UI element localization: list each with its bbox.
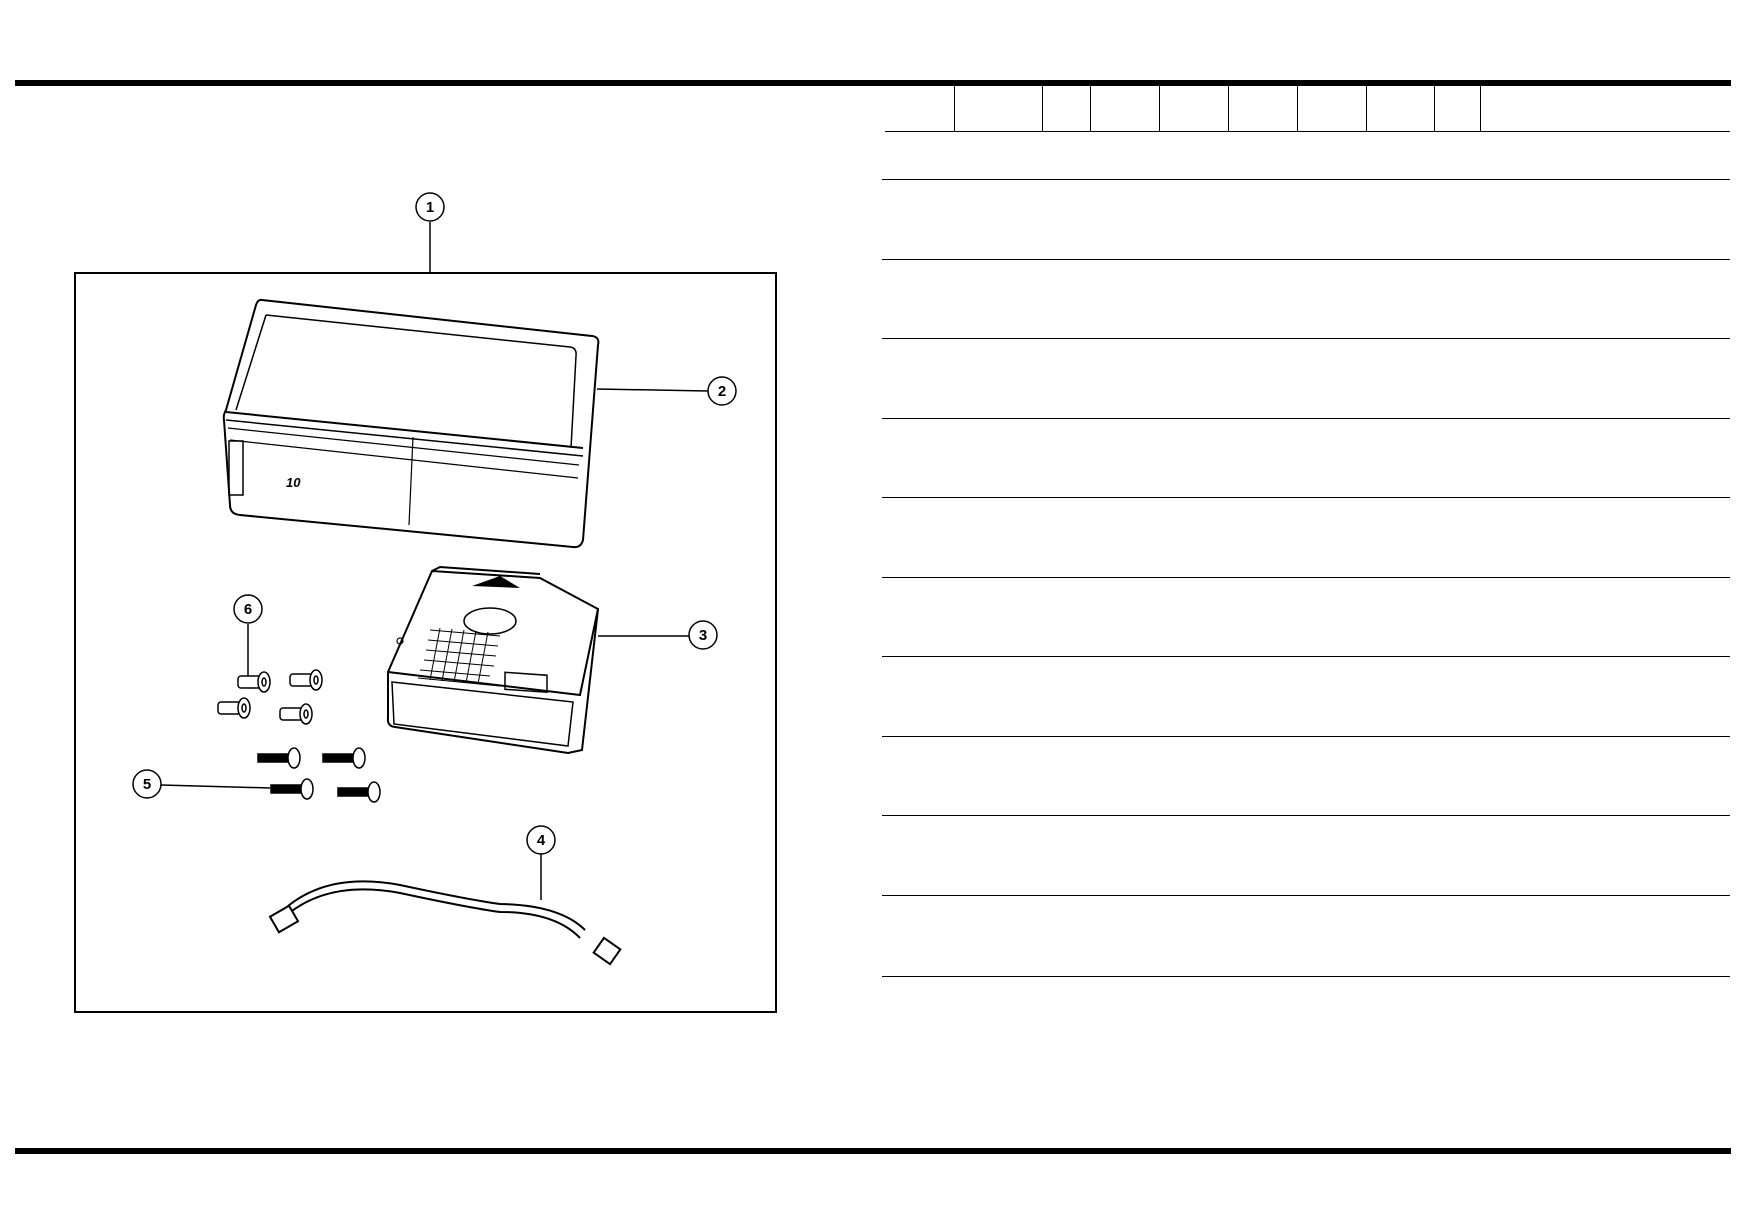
- row-line: [882, 976, 1730, 977]
- spacer-pins: [217, 669, 323, 725]
- row-line: [882, 895, 1730, 896]
- row-line: [882, 577, 1730, 578]
- row-line: [882, 418, 1730, 419]
- svg-text:5: 5: [143, 776, 151, 793]
- callout-5: 5: [132, 769, 162, 799]
- cd-changer-unit: [386, 565, 600, 755]
- header-divider: [1090, 85, 1091, 131]
- screws: [257, 747, 381, 803]
- row-line: [882, 259, 1730, 260]
- header-divider: [1366, 85, 1367, 131]
- row-line: [882, 179, 1730, 180]
- callout-3: 3: [688, 620, 718, 650]
- wiring-harness: [268, 880, 622, 966]
- top-rule: [15, 80, 1731, 86]
- row-line: [882, 656, 1730, 657]
- parts-table: [880, 85, 1730, 985]
- callout-1: 1: [415, 192, 445, 222]
- header-underline: [885, 131, 1730, 132]
- header-divider: [1297, 85, 1298, 131]
- row-line: [882, 338, 1730, 339]
- bottom-rule: [15, 1148, 1731, 1154]
- header-divider: [1042, 85, 1043, 131]
- callout-6: 6: [233, 594, 263, 624]
- row-line: [882, 497, 1730, 498]
- exploded-parts-illustration: 10: [74, 192, 777, 1013]
- svg-text:2: 2: [718, 383, 726, 400]
- header-divider: [1480, 85, 1481, 131]
- header-divider: [1159, 85, 1160, 131]
- svg-text:6: 6: [244, 601, 252, 618]
- row-line: [882, 815, 1730, 816]
- header-divider: [1228, 85, 1229, 131]
- svg-text:4: 4: [537, 832, 546, 849]
- callout-2: 2: [707, 376, 737, 406]
- illustration-frame: [74, 272, 777, 1013]
- row-line: [882, 736, 1730, 737]
- header-divider: [1434, 85, 1435, 131]
- callout-4: 4: [526, 825, 556, 855]
- svg-text:3: 3: [699, 627, 707, 644]
- cd-changer-housing: 10: [222, 298, 600, 549]
- header-divider: [954, 85, 955, 131]
- svg-text:1: 1: [426, 199, 434, 216]
- housing-logo: 10: [286, 475, 301, 490]
